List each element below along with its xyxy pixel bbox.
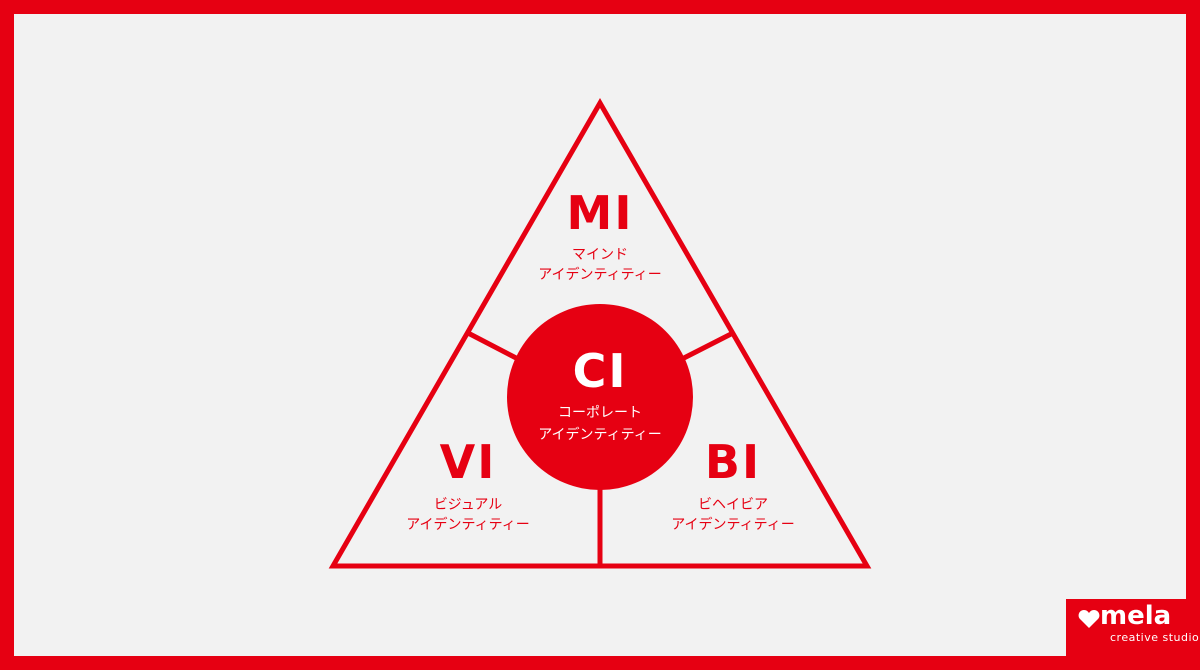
heart-icon <box>1078 610 1100 628</box>
vi-caption-line2: アイデンティティー <box>406 517 530 533</box>
brand-tagline: creative studio <box>1110 631 1200 644</box>
ci-label: CI <box>572 344 628 398</box>
ci-caption-line2: アイデンティティー <box>538 427 662 443</box>
brand-logo: mela creative studio <box>1066 599 1200 670</box>
vi-caption-line1: ビジュアル <box>433 497 503 513</box>
divider-right <box>678 330 735 363</box>
mi-label: MI <box>566 186 634 240</box>
bi-caption-line2: アイデンティティー <box>671 517 795 533</box>
bi-label: BI <box>704 435 762 489</box>
divider-left <box>466 330 522 363</box>
vi-label: VI <box>439 435 497 489</box>
bi-caption-line1: ビヘイビア <box>698 497 768 513</box>
center-circle <box>507 304 693 490</box>
mi-caption-line2: アイデンティティー <box>538 267 662 283</box>
ci-caption-line1: コーポレート <box>558 405 642 421</box>
mi-caption-line1: マインド <box>572 247 628 263</box>
brand-name: mela <box>1100 601 1172 631</box>
